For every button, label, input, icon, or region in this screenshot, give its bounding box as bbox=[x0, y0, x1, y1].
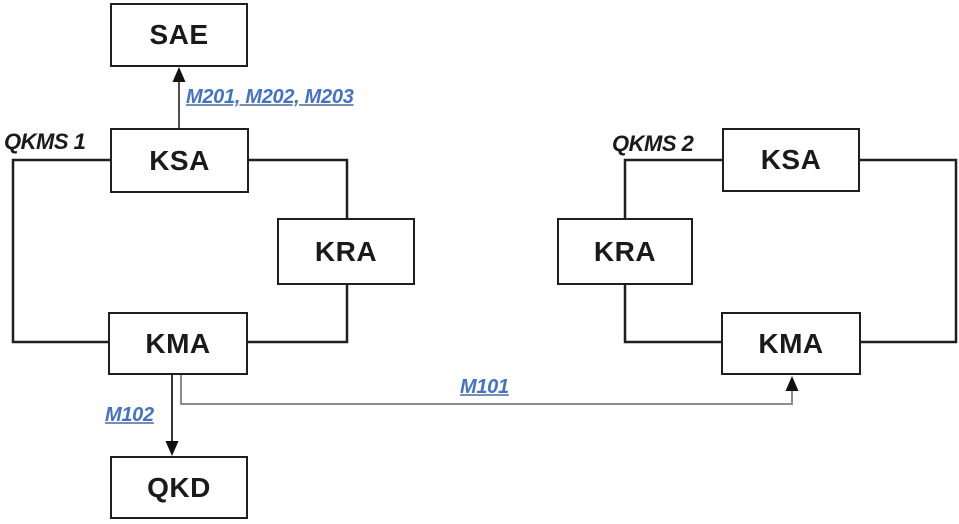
node-sae: SAE bbox=[110, 3, 248, 67]
node-kra-qkms1: KRA bbox=[277, 218, 415, 285]
message-label-m101: M101 bbox=[460, 376, 509, 398]
qkms2-rails bbox=[623, 158, 958, 344]
group-label-qkms2: QKMS 2 bbox=[612, 131, 694, 156]
node-ksa-qkms1: KSA bbox=[110, 128, 249, 193]
arrow-kma1-to-qkd bbox=[165, 375, 179, 456]
node-kma-qkms1: KMA bbox=[108, 312, 248, 375]
node-kra-qkms2: KRA bbox=[557, 218, 693, 285]
message-label-m102: M102 bbox=[105, 404, 154, 426]
node-qkd: QKD bbox=[110, 456, 248, 519]
node-ksa-qkms2: KSA bbox=[722, 128, 860, 192]
arrow-ksa1-to-sae bbox=[172, 67, 186, 128]
message-label-m201-m202-m203: M201, M202, M203 bbox=[186, 86, 354, 108]
qkms1-rails bbox=[11, 158, 349, 344]
arrow-kma1-to-kma2 bbox=[180, 375, 799, 405]
node-kma-qkms2: KMA bbox=[721, 312, 861, 375]
group-label-qkms1: QKMS 1 bbox=[4, 129, 86, 154]
